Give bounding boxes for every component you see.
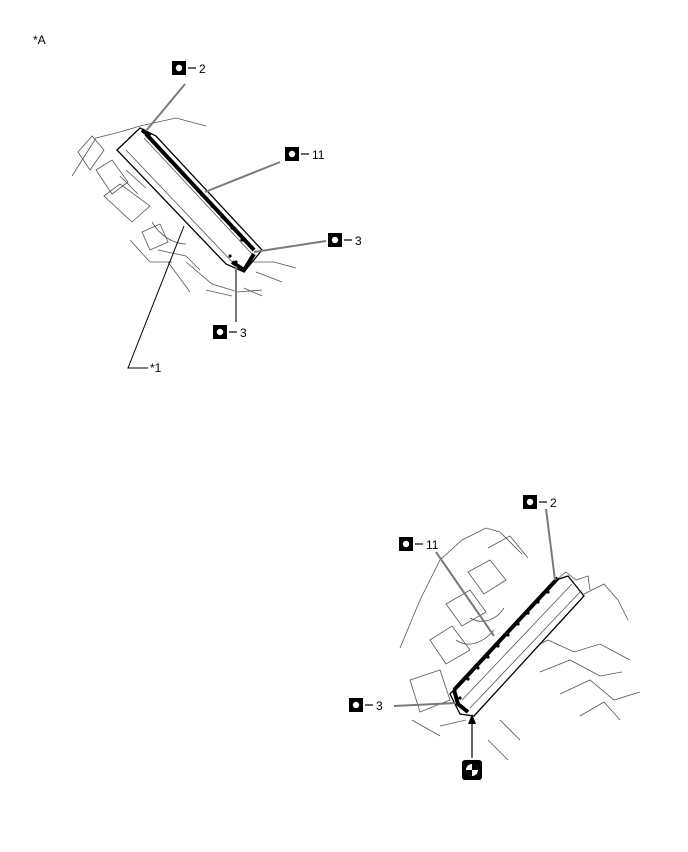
callout-text: 3 — [376, 699, 383, 713]
callout-clip-3: 3 — [349, 698, 457, 713]
callout-text: 3 — [240, 326, 247, 340]
callout-text: 11 — [426, 538, 439, 552]
callout-text: 3 — [355, 234, 362, 248]
clip-square-icon-hole — [288, 150, 296, 158]
callout-clip-2: 2 — [523, 495, 557, 581]
callout-text: 11 — [312, 148, 325, 162]
clip-square-icon-hole — [331, 236, 339, 244]
callout-clip-3-right: 3 — [253, 233, 362, 253]
view-direction-icon — [462, 760, 482, 780]
callout-text: 2 — [199, 62, 206, 76]
clip-square-icon-hole — [402, 540, 410, 548]
callout-text: 2 — [550, 496, 557, 510]
view-a-clip-dots — [150, 138, 244, 264]
view-direction-arrow — [468, 714, 476, 758]
callout-clip-3-bottom: 3 — [213, 266, 247, 340]
view-a: *A — [33, 33, 362, 375]
view-a-label: *A — [33, 33, 46, 47]
view-b-rail — [449, 571, 591, 717]
part-1-leader: *1 — [127, 225, 185, 375]
callout-clip-11: 11 — [204, 147, 325, 193]
part-label: *1 — [150, 361, 162, 375]
clip-square-icon-hole — [526, 498, 534, 506]
view-b: 2 11 3 — [349, 495, 641, 780]
callout-clip-2: 2 — [145, 61, 206, 132]
clip-square-icon-hole — [175, 64, 183, 72]
clip-square-icon-hole — [216, 328, 224, 336]
view-b-clip-dots — [458, 590, 550, 700]
callout-clip-11: 11 — [399, 537, 495, 637]
clip-square-icon-hole — [352, 701, 360, 709]
view-a-rail — [116, 127, 263, 273]
